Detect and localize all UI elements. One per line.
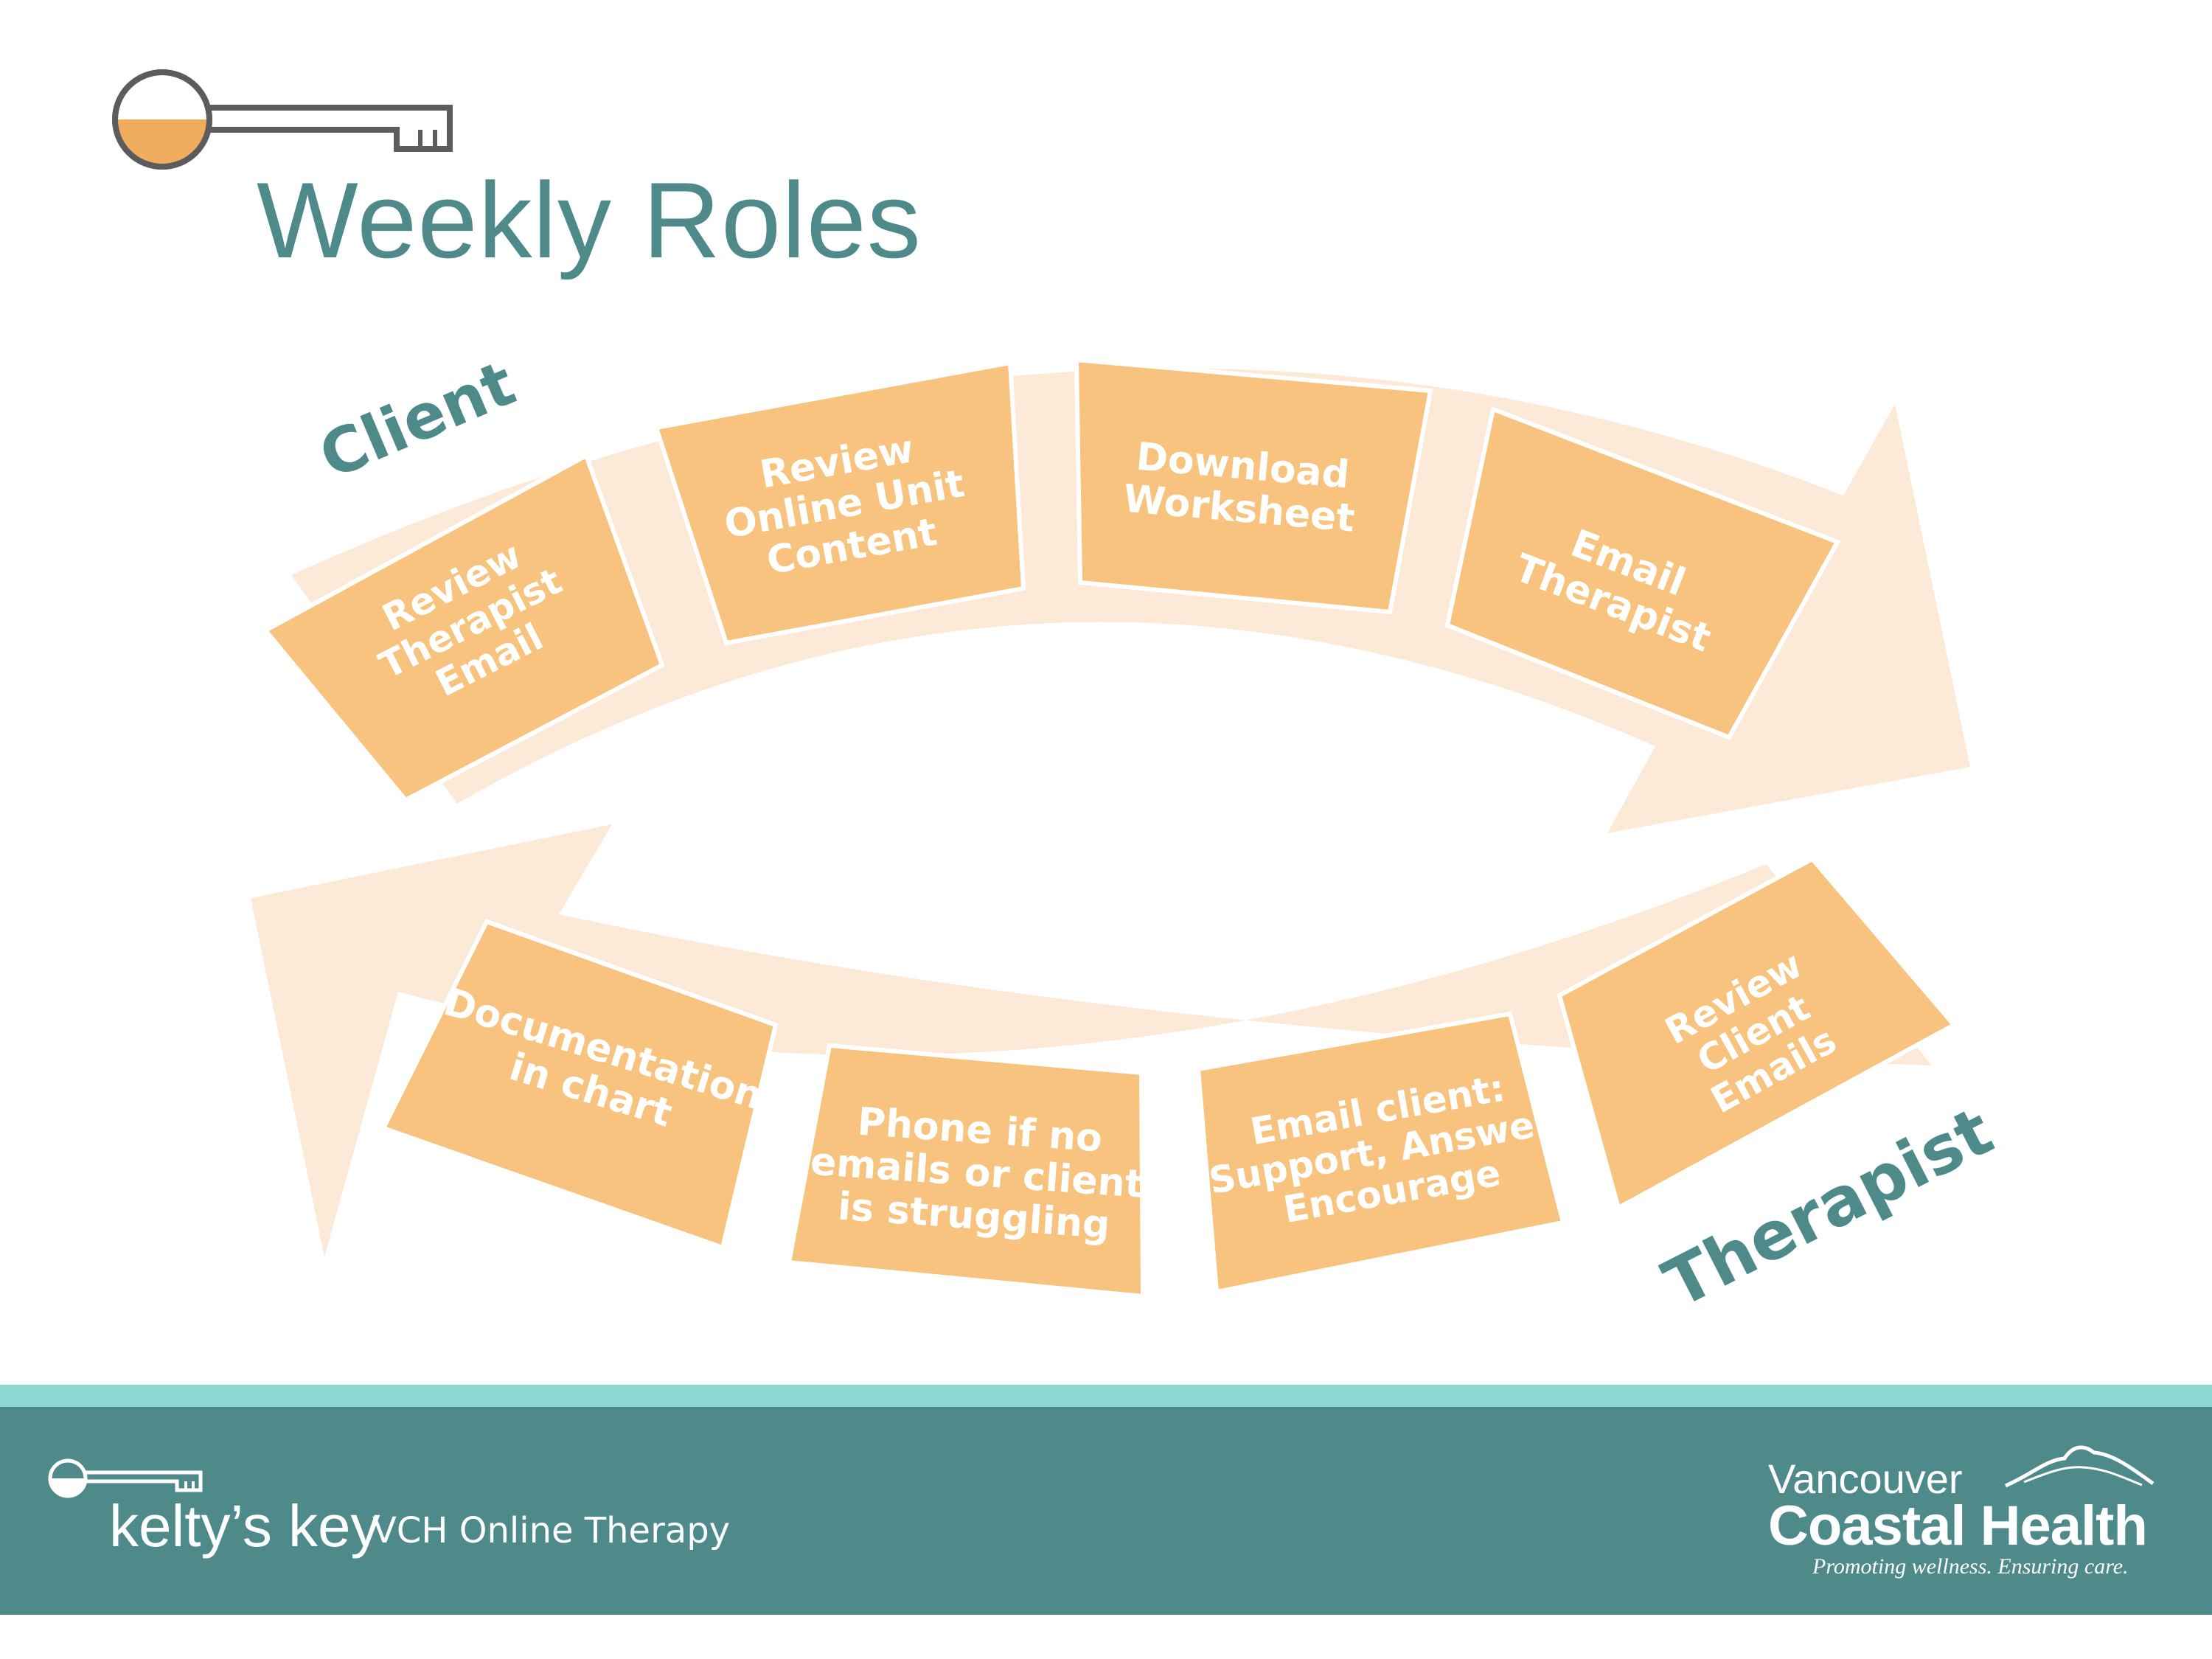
therapist-arrow bbox=[251, 824, 1932, 1257]
client-step-box-3 bbox=[1074, 357, 1433, 615]
key-icon bbox=[112, 69, 453, 170]
client-step-box-2 bbox=[653, 360, 1026, 646]
therapist-step-box-2 bbox=[1195, 1011, 1566, 1295]
client-label: Client bbox=[310, 347, 526, 493]
therapist-step-text-3: Phone if noemails or clientis struggling bbox=[806, 1096, 1148, 1250]
footer-accent-stripe bbox=[0, 1385, 2212, 1407]
client-step-box-1 bbox=[262, 452, 665, 803]
roles-cycle-diagram: Client Therapist ReviewTherapistEmailRev… bbox=[251, 347, 2005, 1324]
mountain-logo-icon bbox=[2005, 1445, 2154, 1488]
org-tagline: Promoting wellness. Ensuring care. bbox=[1812, 1554, 2129, 1579]
therapist-step-box-1 bbox=[1557, 856, 1958, 1211]
brand-subtitle: VCH Online Therapy bbox=[372, 1510, 731, 1551]
client-step-box-4 bbox=[1444, 406, 1841, 740]
therapist-step-text-1: ReviewClientEmails bbox=[1658, 943, 1849, 1125]
org-name-line1: Vancouver bbox=[1768, 1455, 1963, 1502]
key-logo-icon bbox=[48, 1458, 203, 1498]
therapist-step-box-4 bbox=[380, 919, 779, 1251]
footer-bar bbox=[0, 1407, 2212, 1615]
org-name-line2: Coastal Health bbox=[1768, 1495, 2148, 1557]
therapist-step-box-3 bbox=[786, 1043, 1146, 1299]
page-title: Weekly Roles bbox=[257, 160, 922, 280]
brand-name: kelty’s key bbox=[109, 1493, 380, 1559]
